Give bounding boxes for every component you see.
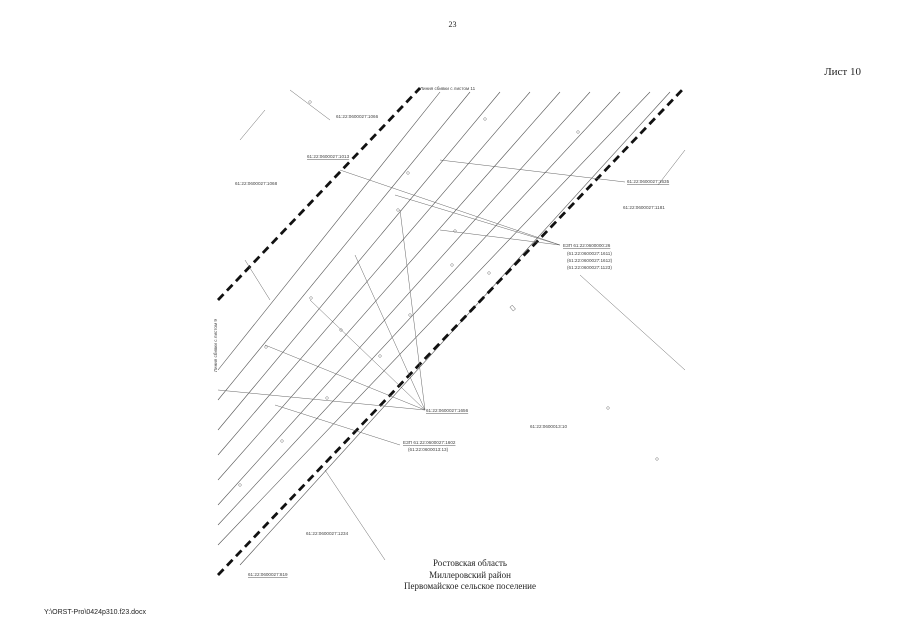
- parcel-label: (61:22:0600013:13): [408, 447, 449, 452]
- small-structure: [509, 304, 516, 312]
- leader-line: [239, 109, 266, 141]
- survey-point: [576, 130, 580, 134]
- parcel-label: 61:22:0600027:1013: [307, 154, 350, 159]
- parcel-label: 61:22:0600027:1635: [627, 179, 670, 184]
- leader-line: [289, 89, 331, 121]
- leader-line: [439, 229, 561, 246]
- survey-point: [483, 117, 487, 121]
- parcel-label: 61:22:0600013:10: [530, 424, 567, 429]
- strip-line: [217, 91, 531, 456]
- leader-line: [244, 259, 271, 301]
- page-number: 23: [448, 20, 457, 29]
- caption-settlement: Первомайское сельское поселение: [404, 581, 536, 591]
- parcel-label: (61:22:0600027:1611): [567, 251, 612, 256]
- survey-point: [238, 483, 242, 487]
- strip-line: [217, 91, 621, 526]
- survey-point: [453, 229, 457, 233]
- sheet-boundary: [216, 87, 686, 576]
- leader-lines: [217, 89, 686, 561]
- strip-line: [217, 91, 561, 481]
- leader-line: [264, 344, 426, 411]
- leader-line: [339, 169, 561, 246]
- survey-point: [406, 171, 410, 175]
- survey-point: [450, 263, 454, 267]
- survey-point: [280, 439, 284, 443]
- parcel-label: 61:22:0600027:1656: [426, 408, 469, 413]
- leader-line: [399, 209, 426, 411]
- strip-line: [217, 91, 441, 371]
- survey-point: [606, 406, 610, 410]
- strip-line: [217, 91, 591, 506]
- parcel-label: ЕЗП 61:22:0600027:1602: [403, 440, 456, 445]
- boundary-line-right: [216, 87, 686, 576]
- leader-line: [309, 299, 426, 411]
- parcel-label: 61:22:0600027:1066: [336, 114, 379, 119]
- survey-point: [309, 296, 313, 300]
- survey-point: [487, 271, 491, 275]
- caption-region: Ростовская область: [433, 558, 507, 568]
- survey-point: [396, 208, 400, 212]
- leader-line: [217, 389, 426, 411]
- caption-district: Миллеровский район: [429, 570, 511, 580]
- parcel-label: (61:22:0600027:1612): [567, 258, 613, 263]
- strip-line: [217, 91, 501, 431]
- survey-point: [655, 457, 659, 461]
- parcel-label: ЕЗП 61:22:0600000:26: [563, 243, 611, 248]
- parcel-label: (61:22:0600027:1123): [567, 265, 612, 270]
- leader-line: [274, 404, 401, 446]
- leader-line: [354, 254, 426, 411]
- parcel-label: 61:22:0600027:1234: [306, 531, 349, 536]
- survey-point: [339, 328, 343, 332]
- map-labels: Линия сбивки с листом 11 Линия сбивки с …: [213, 86, 670, 577]
- survey-point: [308, 100, 312, 104]
- survey-point: [378, 354, 382, 358]
- survey-point: [408, 313, 412, 317]
- leader-line: [439, 159, 626, 183]
- sheet-label: Лист 10: [824, 66, 861, 78]
- survey-point: [264, 345, 268, 349]
- junction-label-top: Линия сбивки с листом 11: [420, 86, 476, 91]
- file-path: Y:\ORST-Pro\0424p310.f23.docx: [44, 609, 146, 616]
- leader-line: [324, 469, 386, 561]
- boundary-line-left: [216, 87, 422, 301]
- strip-line: [217, 91, 651, 546]
- junction-label-left: Линия сбивки с листом 9: [213, 319, 218, 372]
- leader-line: [394, 194, 561, 246]
- strip-line: [217, 91, 471, 401]
- leader-line: [579, 274, 686, 371]
- strip-lines: [217, 91, 671, 566]
- parcel-label: 61:22:0600027:1181: [623, 205, 665, 210]
- survey-markers: [238, 100, 659, 487]
- parcel-label: 61:22:0600027:1068: [235, 181, 278, 186]
- survey-point: [325, 396, 329, 400]
- leader-line: [657, 149, 686, 186]
- parcel-label: 61:22:0600027:819: [248, 572, 288, 577]
